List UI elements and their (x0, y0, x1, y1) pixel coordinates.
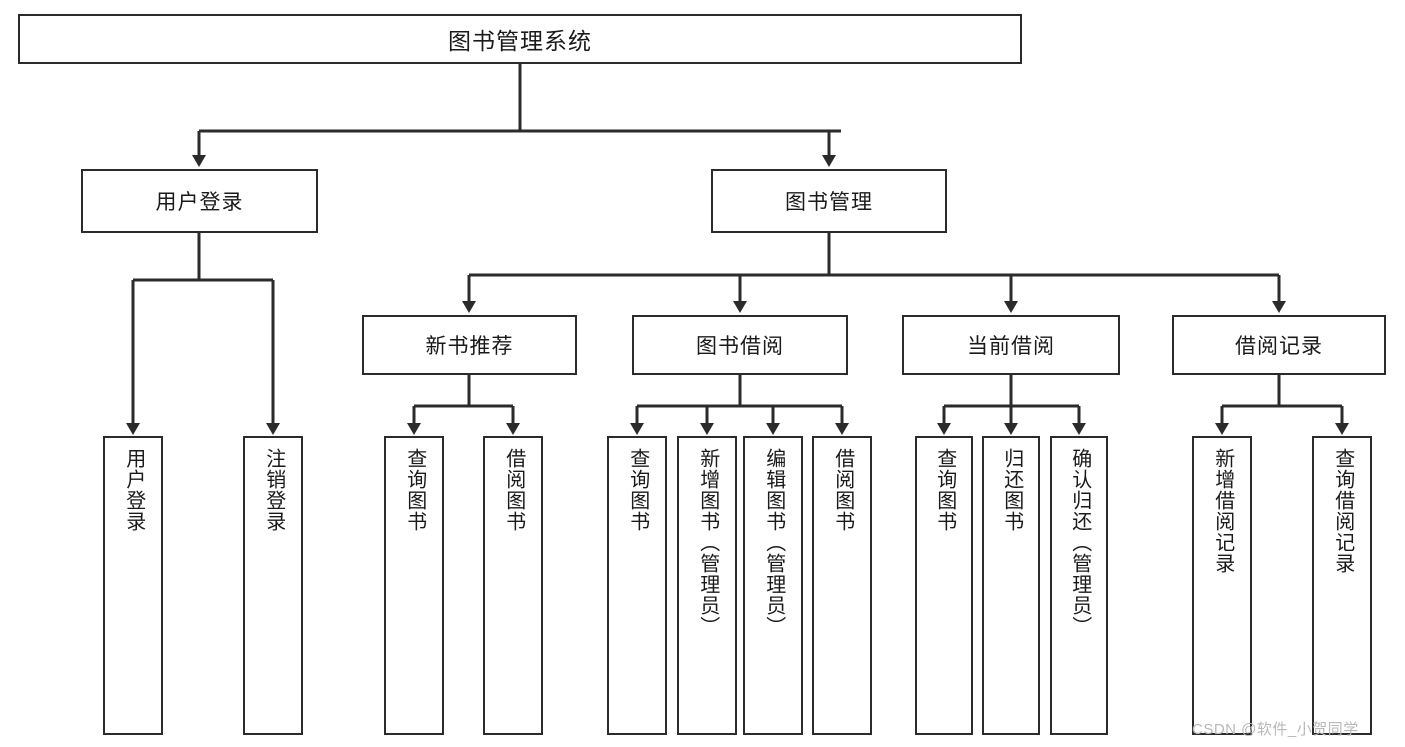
node-book-management[interactable]: 图书管理 (711, 169, 947, 233)
leaf-label: 确认归还（管理员） (1068, 448, 1091, 637)
node-root-label: 图书管理系统 (448, 28, 592, 54)
node-user-login[interactable]: 用户登录 (81, 169, 318, 233)
node-user-login-label: 用户登录 (155, 191, 244, 214)
node-borrow-record[interactable]: 借阅记录 (1172, 315, 1386, 375)
leaf-user-login-login[interactable]: 用户登录 (103, 436, 163, 735)
leaf-label: 查询图书 (933, 448, 956, 532)
leaf-label: 查询图书 (403, 448, 426, 532)
leaf-book-borrow-query[interactable]: 查询图书 (607, 436, 667, 735)
watermark-text: CSDN @软件_小贺同学 (1192, 721, 1359, 738)
leaf-label: 借阅图书 (502, 448, 525, 532)
leaf-label: 归还图书 (1000, 448, 1023, 532)
leaf-book-borrow-add[interactable]: 新增图书（管理员） (677, 436, 737, 735)
leaf-label: 注销登录 (262, 448, 285, 532)
leaf-new-book-borrow[interactable]: 借阅图书 (483, 436, 543, 735)
node-current-borrow[interactable]: 当前借阅 (902, 315, 1120, 375)
node-new-book-recommend-label: 新书推荐 (425, 335, 514, 358)
node-book-borrow[interactable]: 图书借阅 (632, 315, 848, 375)
node-book-borrow-label: 图书借阅 (696, 335, 784, 358)
leaf-label: 查询借阅记录 (1331, 448, 1354, 574)
leaf-current-borrow-confirm-return[interactable]: 确认归还（管理员） (1050, 436, 1108, 735)
leaf-label: 新增借阅记录 (1211, 448, 1234, 574)
leaf-borrow-record-query[interactable]: 查询借阅记录 (1312, 436, 1372, 735)
leaf-label: 新增图书（管理员） (696, 448, 719, 637)
leaf-book-borrow-edit[interactable]: 编辑图书（管理员） (743, 436, 803, 735)
leaf-current-borrow-query[interactable]: 查询图书 (915, 436, 973, 735)
node-new-book-recommend[interactable]: 新书推荐 (362, 315, 577, 375)
leaf-label: 查询图书 (626, 448, 649, 532)
node-current-borrow-label: 当前借阅 (967, 335, 1055, 358)
leaf-label: 编辑图书（管理员） (762, 448, 785, 637)
node-borrow-record-label: 借阅记录 (1235, 335, 1323, 358)
leaf-label: 用户登录 (122, 448, 145, 532)
leaf-user-login-logout[interactable]: 注销登录 (243, 436, 303, 735)
leaf-book-borrow-borrow[interactable]: 借阅图书 (812, 436, 872, 735)
leaf-current-borrow-return[interactable]: 归还图书 (982, 436, 1040, 735)
node-book-management-label: 图书管理 (785, 191, 873, 214)
leaf-borrow-record-add[interactable]: 新增借阅记录 (1192, 436, 1252, 735)
leaf-new-book-query[interactable]: 查询图书 (384, 436, 444, 735)
node-root[interactable]: 图书管理系统 (18, 14, 1022, 64)
leaf-label: 借阅图书 (831, 448, 854, 532)
